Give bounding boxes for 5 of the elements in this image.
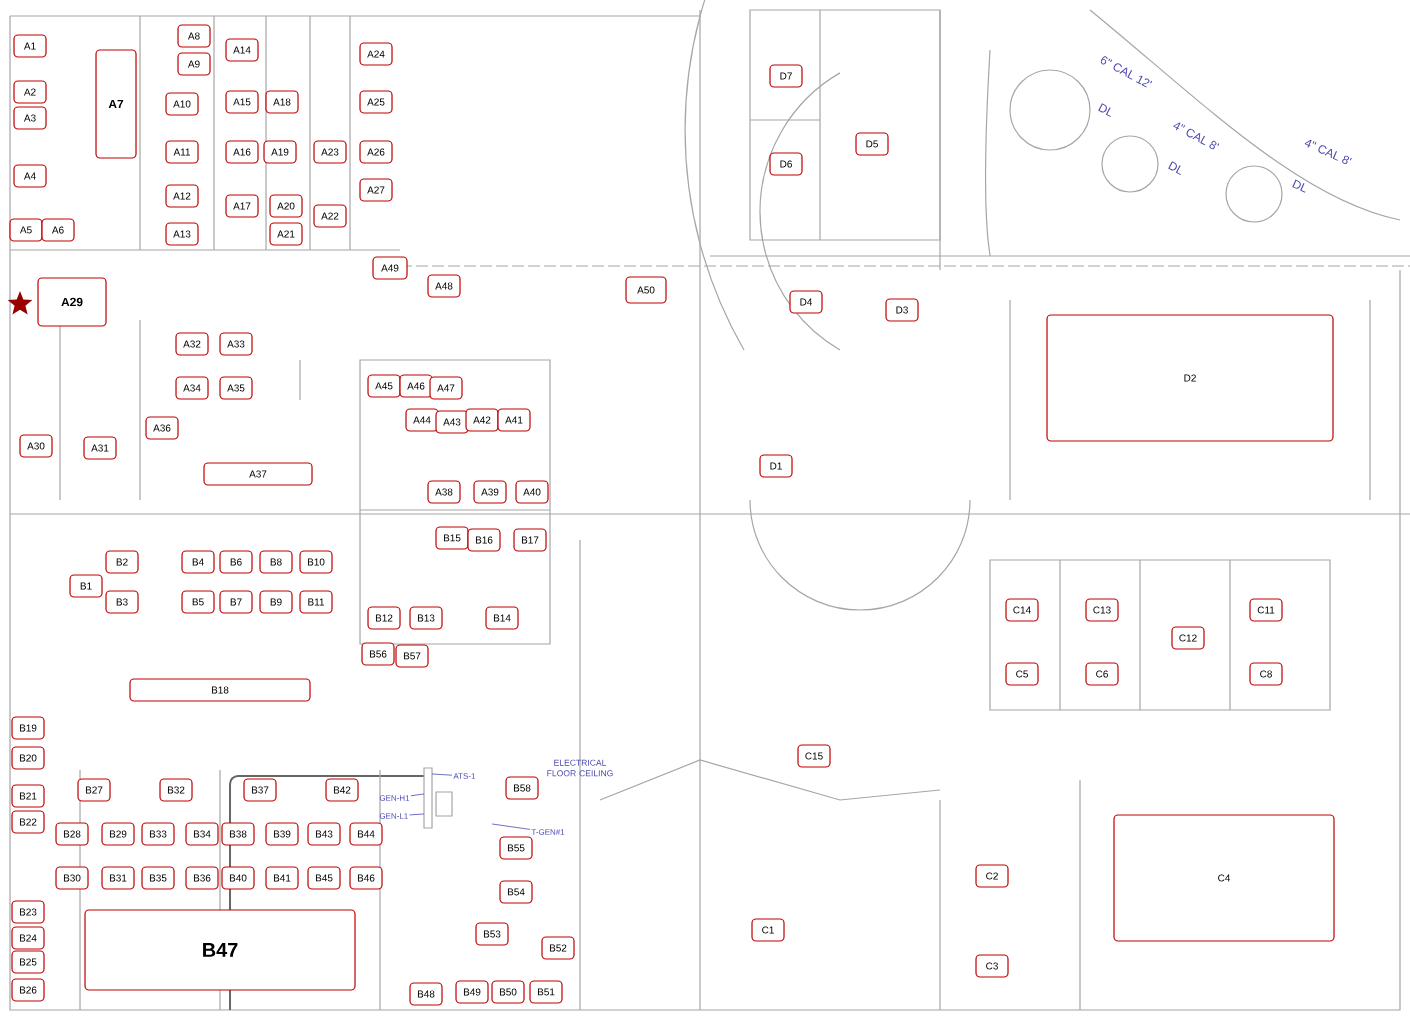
room-label-box: B47: [84, 909, 356, 991]
leader-line: [491, 823, 531, 830]
leader-line: [409, 813, 425, 816]
leader-line: [410, 793, 425, 797]
leader-line: [431, 773, 453, 776]
